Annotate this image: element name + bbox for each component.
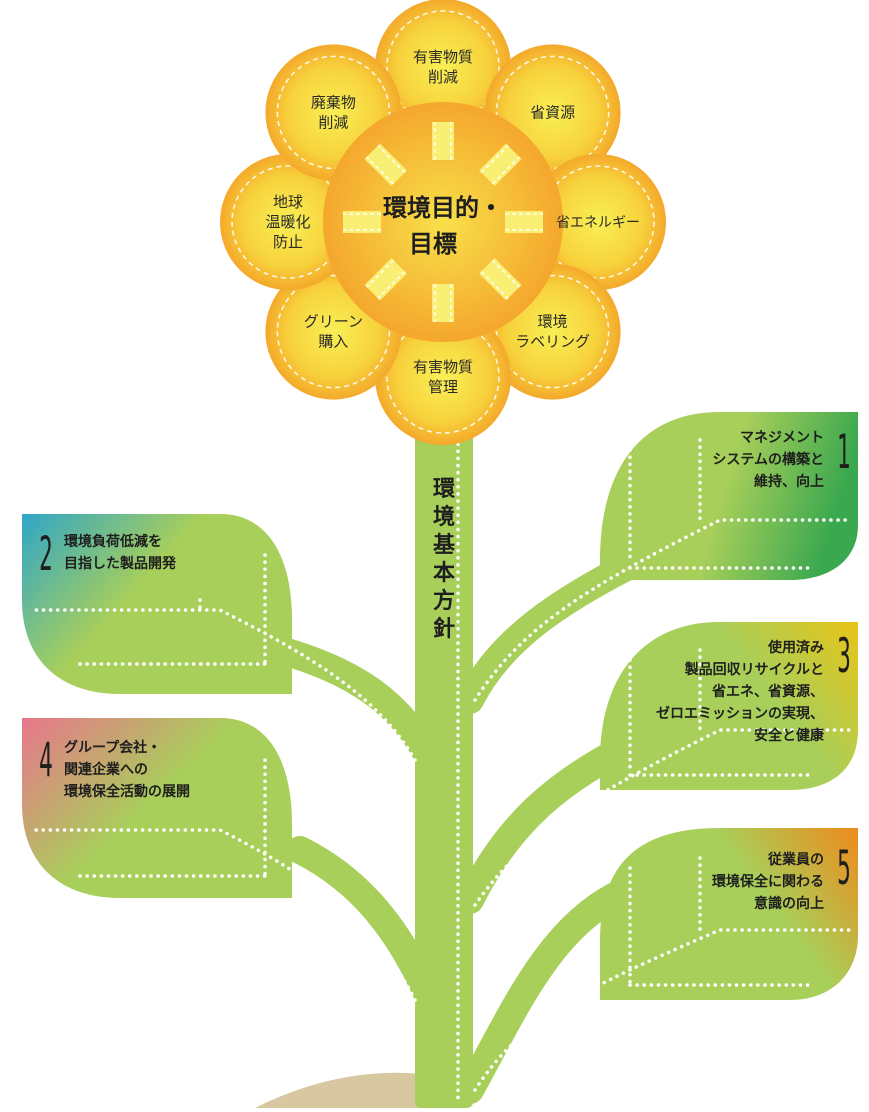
stem-char: 方 [433,588,455,614]
leaf-line: グループ会社・ [64,739,161,756]
spoke [479,143,522,186]
leaf-line: 目指した製品開発 [64,555,177,572]
leaf-line: 製品回収リサイクルと [684,661,824,678]
spoke-dash [377,270,406,299]
leaf-number: 1 [837,424,851,479]
leaf-line: マネジメント [740,430,824,446]
petal-label: 省エネルギー [556,215,640,231]
stem-char: 境 [433,504,455,530]
spoke [364,143,407,186]
leaf-line: 維持、向上 [754,473,824,490]
leaf-line: 省エネ、省資源、 [711,683,824,700]
leaf-3 [600,622,858,790]
leaf-line: 使用済み [767,639,824,656]
ground-mound [255,1072,430,1108]
petal-label: 省資源 [530,103,575,121]
petal-label: 環境 [538,313,568,331]
spoke-dash [366,259,395,288]
leaf-number: 4 [39,732,53,787]
petal-label: 削減 [318,113,348,131]
stem-char: 基 [433,533,456,558]
center-label: 目標 [409,230,457,258]
petal-label: 温暖化 [265,213,310,231]
leaf-2 [22,514,292,694]
leaf-line: システムの構築と [712,451,824,468]
stem-char: 針 [433,616,455,642]
spoke-dash [377,145,406,174]
petal-label: 廃棄物 [311,93,356,111]
leaf-line: 関連企業への [64,761,148,778]
stem-char: 本 [433,561,455,586]
leaf-number: 5 [837,840,851,895]
spoke-dash [491,156,520,185]
spoke-dash [366,156,395,185]
leaf-line: 環境保全活動の展開 [64,783,190,800]
petal-label: ラベリング [515,333,590,351]
dotted-veins [28,428,852,1102]
leaf-line: 安全と健康 [754,727,825,744]
leaf-number: 2 [39,526,53,581]
leaf-4 [22,718,292,898]
petal-label: 防止 [273,233,303,251]
petal-hazardous-reduction [375,0,511,135]
leaf-number: 3 [837,628,851,683]
petal-label: 購入 [318,333,348,351]
leaf-5 [600,828,858,1000]
petal-label: グリーン [304,313,363,331]
petal-label: 管理 [428,378,458,396]
spoke-dash [491,259,520,288]
petal-label: 削減 [428,68,458,86]
petal-label: 地球 [273,193,303,211]
petal-label: 有害物質 [413,358,473,376]
spoke-dash [480,145,509,174]
leaf-line: 環境負荷低減を [64,533,162,550]
center-label: 環境目的・ [383,194,503,222]
spoke [364,258,407,301]
spoke-dash [480,270,509,299]
stem [415,400,473,1108]
leaf-line: 意識の向上 [754,895,824,912]
spoke [479,258,522,301]
stem-char: 環 [433,477,456,502]
leaf-1 [600,412,858,580]
leaf-line: 従業員の [767,851,824,868]
flower: 有害物質削減省資源省エネルギー環境ラベリング有害物質管理グリーン購入地球温暖化防… [220,0,666,445]
petal-label: 有害物質 [413,48,473,66]
leaf-line: ゼロエミッションの実現、 [656,705,824,722]
leaf-line: 環境保全に関わる [712,873,824,890]
